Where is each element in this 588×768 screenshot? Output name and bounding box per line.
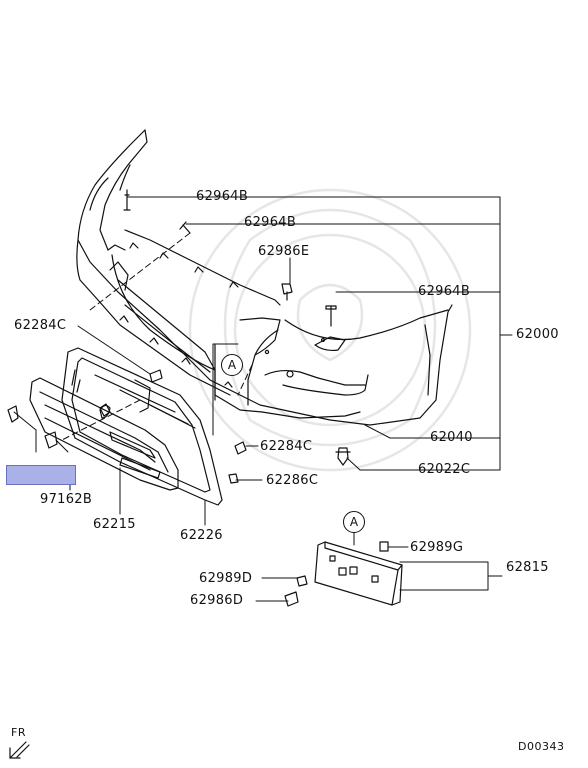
grille <box>29 377 179 491</box>
label-62040: 62040 <box>430 430 473 445</box>
label-62284c-left: 62284C <box>14 318 67 333</box>
label-62986d: 62986D <box>190 593 244 608</box>
label-62215: 62215 <box>93 517 136 532</box>
label-62000: 62000 <box>516 327 559 342</box>
label-62284c-right: 62284C <box>260 439 313 454</box>
callout-a-bumper: A <box>221 354 243 376</box>
label-62986e: 62986E <box>258 244 310 259</box>
label-62964b-top: 62964B <box>196 189 249 204</box>
callout-a-bracket: A <box>343 511 365 533</box>
label-62964b-right: 62964B <box>418 284 471 299</box>
front-label: FR <box>11 726 26 739</box>
bumper-cover <box>76 129 453 426</box>
watermark-emblem <box>188 188 472 472</box>
assembly-dash-lines <box>61 232 253 441</box>
label-62286c: 62286C <box>266 473 319 488</box>
leader-lines <box>13 196 513 602</box>
label-62989g: 62989G <box>410 540 464 555</box>
label-62989d: 62989D <box>199 571 253 586</box>
highlight-box <box>6 465 76 485</box>
fastener-clips <box>7 189 351 607</box>
grille-frame <box>61 347 223 506</box>
license-bracket <box>314 541 403 606</box>
front-arrow <box>9 741 30 759</box>
label-62815: 62815 <box>506 560 549 575</box>
figure-code: D00343 <box>518 740 565 753</box>
label-62964b-mid: 62964B <box>244 215 297 230</box>
label-97162b: 97162B <box>40 492 93 507</box>
label-62226: 62226 <box>180 528 223 543</box>
label-62022c: 62022C <box>418 462 471 477</box>
retainer-62989g <box>379 541 389 552</box>
